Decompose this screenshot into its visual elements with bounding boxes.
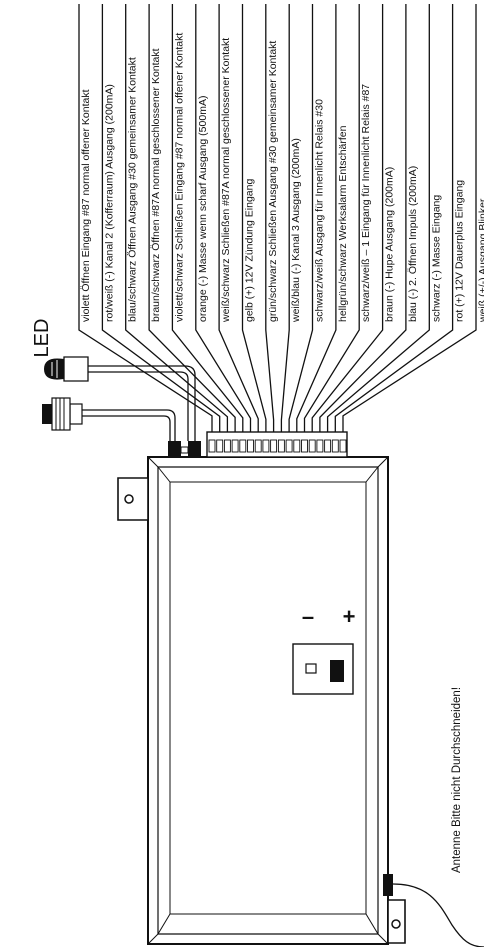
wire-15 — [319, 4, 407, 432]
connector-pin-17 — [331, 439, 339, 453]
connector-pin-14 — [308, 439, 316, 453]
connector-pin-2 — [216, 439, 224, 453]
connector-pin-7 — [254, 439, 262, 453]
wire-label-17: rot (+) 12V Dauerplus Eingang — [454, 180, 466, 322]
wire-group: violett Öffnen Eingang #87 normal offene… — [78, 4, 484, 432]
wire-label-5: violett/schwarz Schließen Eingang #87 no… — [173, 33, 185, 322]
wire-label-8: gelb (+) 12V Zündung Eingang — [244, 179, 256, 322]
led-indicator — [44, 356, 196, 441]
connector-pin-13 — [301, 439, 308, 453]
wire-4 — [148, 4, 236, 432]
connector-pin-6 — [247, 439, 254, 453]
wire-2 — [101, 4, 221, 432]
minus-sign: – — [302, 604, 314, 629]
connector-pin-4 — [231, 439, 239, 453]
wire-label-11: schwarz/weiß Ausgang für Innenlicht Rela… — [314, 99, 326, 322]
wire-label-6: orange (-) Masse wenn scharf Ausgang (50… — [197, 96, 209, 322]
connector-pin-12 — [293, 439, 301, 453]
connector-pin-5 — [239, 439, 247, 453]
connector-pin-9 — [270, 439, 278, 453]
wire-17 — [334, 4, 454, 432]
wire-label-12: hellgrün/schwarz Werksalarm Entschärfen — [337, 125, 349, 322]
wire-13 — [303, 4, 360, 432]
connector-pin-3 — [223, 439, 231, 453]
wire-label-3: blau/schwarz Öffnen Ausgang #30 gemeinsa… — [127, 57, 139, 322]
wire-label-10: weiß/blau (-) Kanal 3 Ausgang (200mA) — [290, 138, 302, 323]
wire-18 — [342, 4, 477, 432]
wire-11 — [288, 4, 314, 432]
wire-6 — [195, 4, 252, 432]
wire-7 — [218, 4, 259, 432]
control-module — [147, 456, 389, 945]
wire-label-2: rot/weiß (-) Kanal 2 (Kofferraum) Ausgan… — [103, 84, 115, 322]
wire-label-1: violett Öffnen Eingang #87 normal offene… — [80, 89, 92, 322]
connector-pin-18 — [339, 439, 347, 453]
switch-window — [292, 643, 354, 695]
wire-label-7: weiß/schwarz Schließen #87A normal gesch… — [220, 38, 232, 323]
connector-pin-1 — [208, 439, 216, 453]
wire-14 — [311, 4, 384, 432]
wire-3 — [125, 4, 229, 432]
wire-label-14: braun (-) Hupe Ausgang (200mA) — [384, 167, 396, 322]
wire-10 — [280, 4, 290, 432]
wire-5 — [171, 4, 244, 432]
wire-label-18: weiß (+/-) Ausgang Blinker — [477, 198, 484, 323]
connector-pin-8 — [262, 439, 270, 453]
wire-label-4: braun/schwarz Öffnen #87A normal geschlo… — [150, 48, 162, 322]
antenna-label: Antenne Bitte nicht Durchschneiden! — [451, 687, 463, 873]
connector-pin-15 — [316, 439, 324, 453]
connector-pin-11 — [285, 439, 293, 453]
plug-connector — [42, 397, 176, 441]
wire-label-9: grün/schwarz Schließen Ausgang #30 gemei… — [267, 41, 279, 322]
connector-pin-10 — [277, 439, 285, 453]
mounting-ear-top — [117, 477, 149, 521]
wire-1 — [78, 4, 213, 432]
wire-12 — [296, 4, 337, 432]
led-connector-socket — [168, 441, 201, 457]
connector-pin-16 — [324, 439, 332, 453]
wire-label-16: schwarz (-) Masse Eingang — [430, 195, 442, 322]
wire-9 — [265, 4, 275, 432]
wire-label-13: schwarz/weiß – 1 Eingang für Innenlicht … — [360, 84, 372, 322]
plus-sign: + — [343, 604, 356, 629]
wire-label-15: blau (-) 2. Öffnen Impuls (200mA) — [407, 166, 419, 322]
wire-16 — [326, 4, 430, 432]
wire-8 — [241, 4, 267, 432]
antenna — [383, 874, 484, 947]
mounting-ear-bottom — [387, 899, 406, 944]
led-label: LED — [31, 319, 53, 358]
wire-connector-block — [206, 431, 348, 458]
